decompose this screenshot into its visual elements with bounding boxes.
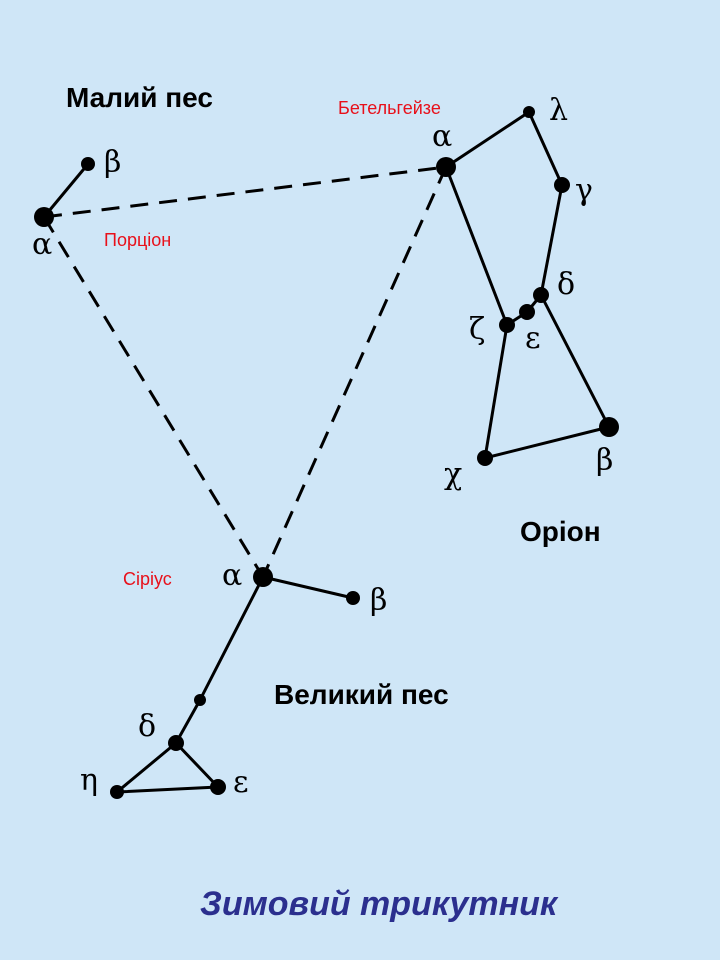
star-canis-major-mid: [194, 694, 206, 706]
label-sirius: Сіріус: [123, 569, 172, 589]
greek-label-orion-gamma: γ: [575, 173, 593, 208]
greek-label-canis-major-beta: β: [370, 583, 388, 618]
line-alpha-lambda-gamma-delta: [445, 110, 564, 296]
greek-label-canis-minor-alpha: α: [32, 227, 53, 262]
stars: [34, 106, 619, 799]
title-canis-minor: Малий пес: [66, 82, 213, 113]
greek-label-canis-major-eta: η: [80, 763, 98, 798]
diagram-title: Зимовий трикутник: [200, 885, 558, 923]
triangle-side-procyon-sirius: [42, 216, 265, 578]
greek-label-orion-alpha: α: [432, 119, 453, 154]
title-canis-major: Великий пес: [274, 679, 449, 710]
greek-label-canis-major-delta: δ: [138, 709, 157, 744]
orion-lines: [444, 110, 611, 460]
greek-label-orion-chi: χ: [444, 457, 463, 492]
star-orion-chi: [477, 450, 493, 466]
title-orion: Оріон: [520, 516, 601, 547]
greek-label-canis-minor-beta: β: [104, 145, 122, 180]
star-orion-gamma: [554, 177, 570, 193]
greek-label-orion-lambda: λ: [549, 93, 569, 128]
star-betelgeuse: [436, 157, 456, 177]
greek-label-orion-beta: β: [596, 443, 614, 478]
star-orion-lambda: [523, 106, 535, 118]
label-betelgeuse: Бетельгейзе: [338, 98, 441, 118]
line-alpha-beta: [42, 163, 90, 218]
star-orion-epsilon: [519, 304, 535, 320]
triangle-side-procyon-betelgeuse: [43, 165, 447, 219]
greek-label-orion-epsilon: ε: [525, 321, 541, 356]
star-canis-minor-beta: [81, 157, 95, 171]
star-canis-major-epsilon: [210, 779, 226, 795]
star-orion-beta: [599, 417, 619, 437]
star-orion-delta: [533, 287, 549, 303]
star-sirius: [253, 567, 273, 587]
line-alpha-beta: [262, 575, 354, 600]
canis-minor-lines: [42, 163, 90, 218]
triangle-side-betelgeuse-sirius: [261, 166, 448, 578]
winter-triangle: [42, 165, 448, 578]
greek-label-orion-delta: δ: [557, 267, 576, 302]
line-delta-eta-epsilon: [115, 741, 220, 794]
star-canis-major-delta: [168, 735, 184, 751]
star-procyon: [34, 207, 54, 227]
line-alpha-to-delta: [174, 576, 265, 744]
greek-label-canis-major-alpha: α: [222, 558, 243, 593]
label-procyon: Порціон: [104, 230, 172, 250]
greek-label-canis-major-epsilon: ε: [233, 765, 249, 800]
star-canis-major-eta: [110, 785, 124, 799]
star-orion-zeta: [499, 317, 515, 333]
greek-label-orion-zeta: ζ: [469, 312, 486, 347]
star-canis-major-beta: [346, 591, 360, 605]
